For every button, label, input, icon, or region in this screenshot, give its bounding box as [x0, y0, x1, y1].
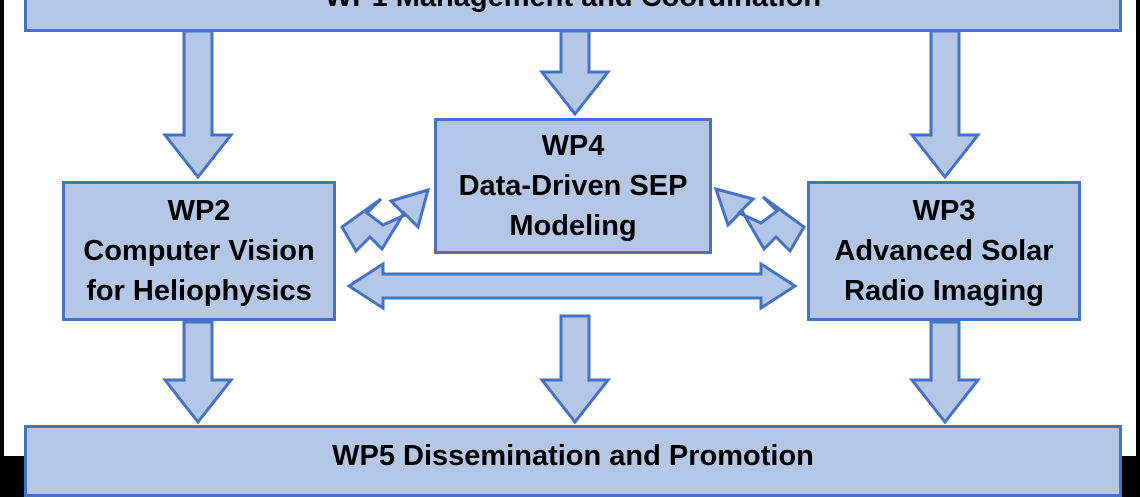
wp3-id: WP3 — [912, 194, 976, 227]
arrow-wp2-to-wp5 — [161, 320, 235, 425]
arrow-wp3-to-wp5 — [908, 320, 982, 425]
arrow-wp1-to-wp3 — [908, 29, 982, 180]
wp5-title: WP5 Dissemination and Promotion — [332, 440, 814, 472]
wp4-title-line1: Data-Driven SEP — [458, 169, 688, 202]
wp4-id: WP4 — [541, 129, 605, 162]
wp2-computer-vision-box: WP2 Computer Vision for Heliophysics — [62, 181, 336, 321]
wp5-dissemination-box: WP5 Dissemination and Promotion — [24, 425, 1122, 497]
arrows-layer — [161, 29, 982, 425]
wp1-management-box: WP1 Management and Coordination — [24, 0, 1122, 32]
wp2-title-line2: for Heliophysics — [86, 275, 312, 307]
wp4-sep-modeling-box: WP4 Data-Driven SEP Modeling — [434, 118, 712, 254]
arrow-wp1-to-wp2 — [161, 29, 235, 180]
wp4-title-line2: Modeling — [509, 210, 637, 242]
wp3-title-line2: Radio Imaging — [844, 275, 1044, 307]
wp2-id: WP2 — [167, 194, 231, 227]
wp3-title-line1: Advanced Solar — [834, 234, 1054, 267]
wp1-title: WP1 Management and Coordination — [325, 0, 821, 17]
arrow-wp4-to-wp5 — [538, 314, 612, 425]
arrow-wp1-to-wp4 — [538, 29, 612, 117]
wp2-title-line1: Computer Vision — [83, 234, 315, 267]
arrow-wp2-wp4 — [340, 187, 431, 254]
arrow-wp4-wp3 — [713, 186, 806, 254]
wp3-radio-imaging-box: WP3 Advanced Solar Radio Imaging — [807, 181, 1081, 321]
arrow-wp2-wp3 — [346, 261, 798, 311]
